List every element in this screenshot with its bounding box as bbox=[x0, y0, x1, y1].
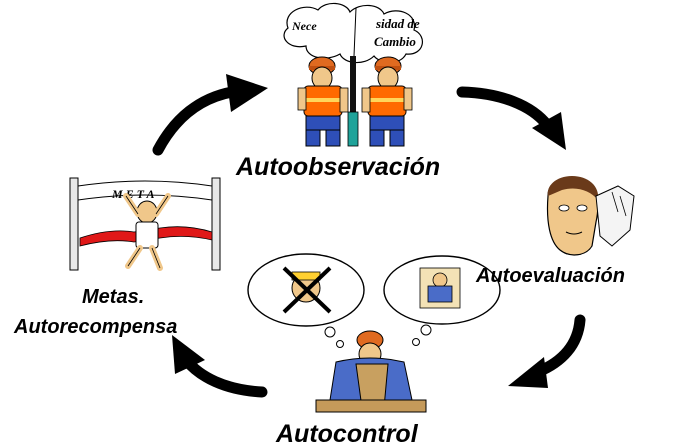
right-thinking-face-image bbox=[546, 176, 635, 256]
meta-banner-text: M E T A bbox=[111, 187, 155, 201]
cloud-text-left: Nece bbox=[291, 19, 317, 33]
center-pole bbox=[350, 56, 356, 146]
arrow-right-to-bottom-head bbox=[508, 357, 548, 388]
arrow-left-to-top bbox=[152, 86, 238, 156]
label-metas: Metas. bbox=[82, 286, 144, 308]
teal-bar bbox=[347, 111, 359, 147]
cloud-text-right-2: Cambio bbox=[374, 34, 416, 49]
arrow-top-to-right-head bbox=[532, 112, 566, 150]
arrow-left-to-top-head bbox=[226, 74, 268, 112]
stage-labels: Autoobservación Autoevaluación Autocontr… bbox=[13, 153, 625, 445]
worker-right bbox=[361, 56, 413, 147]
thought-cloud bbox=[283, 2, 423, 64]
left-finish-line-image: M E T A bbox=[69, 177, 221, 271]
arrow-bottom-to-left bbox=[180, 354, 268, 398]
label-autoevaluacion: Autoevaluación bbox=[475, 265, 625, 287]
top-workers-image: Nece sidad de Cambio bbox=[283, 2, 423, 147]
label-autorecompensa: Autorecompensa bbox=[13, 316, 177, 338]
arrow-bottom-to-left-head bbox=[172, 335, 205, 374]
worker-left bbox=[297, 56, 349, 147]
label-autoobservacion: Autoobservación bbox=[235, 153, 440, 181]
bottom-worker-image bbox=[247, 253, 501, 413]
cross-line-2 bbox=[282, 266, 332, 314]
cycle-arrows bbox=[152, 74, 586, 398]
label-autocontrol: Autocontrol bbox=[275, 420, 419, 445]
cloud-split-line bbox=[353, 7, 357, 57]
cloud-text-right: sidad de bbox=[375, 16, 420, 31]
arrow-top-to-right bbox=[456, 86, 554, 132]
